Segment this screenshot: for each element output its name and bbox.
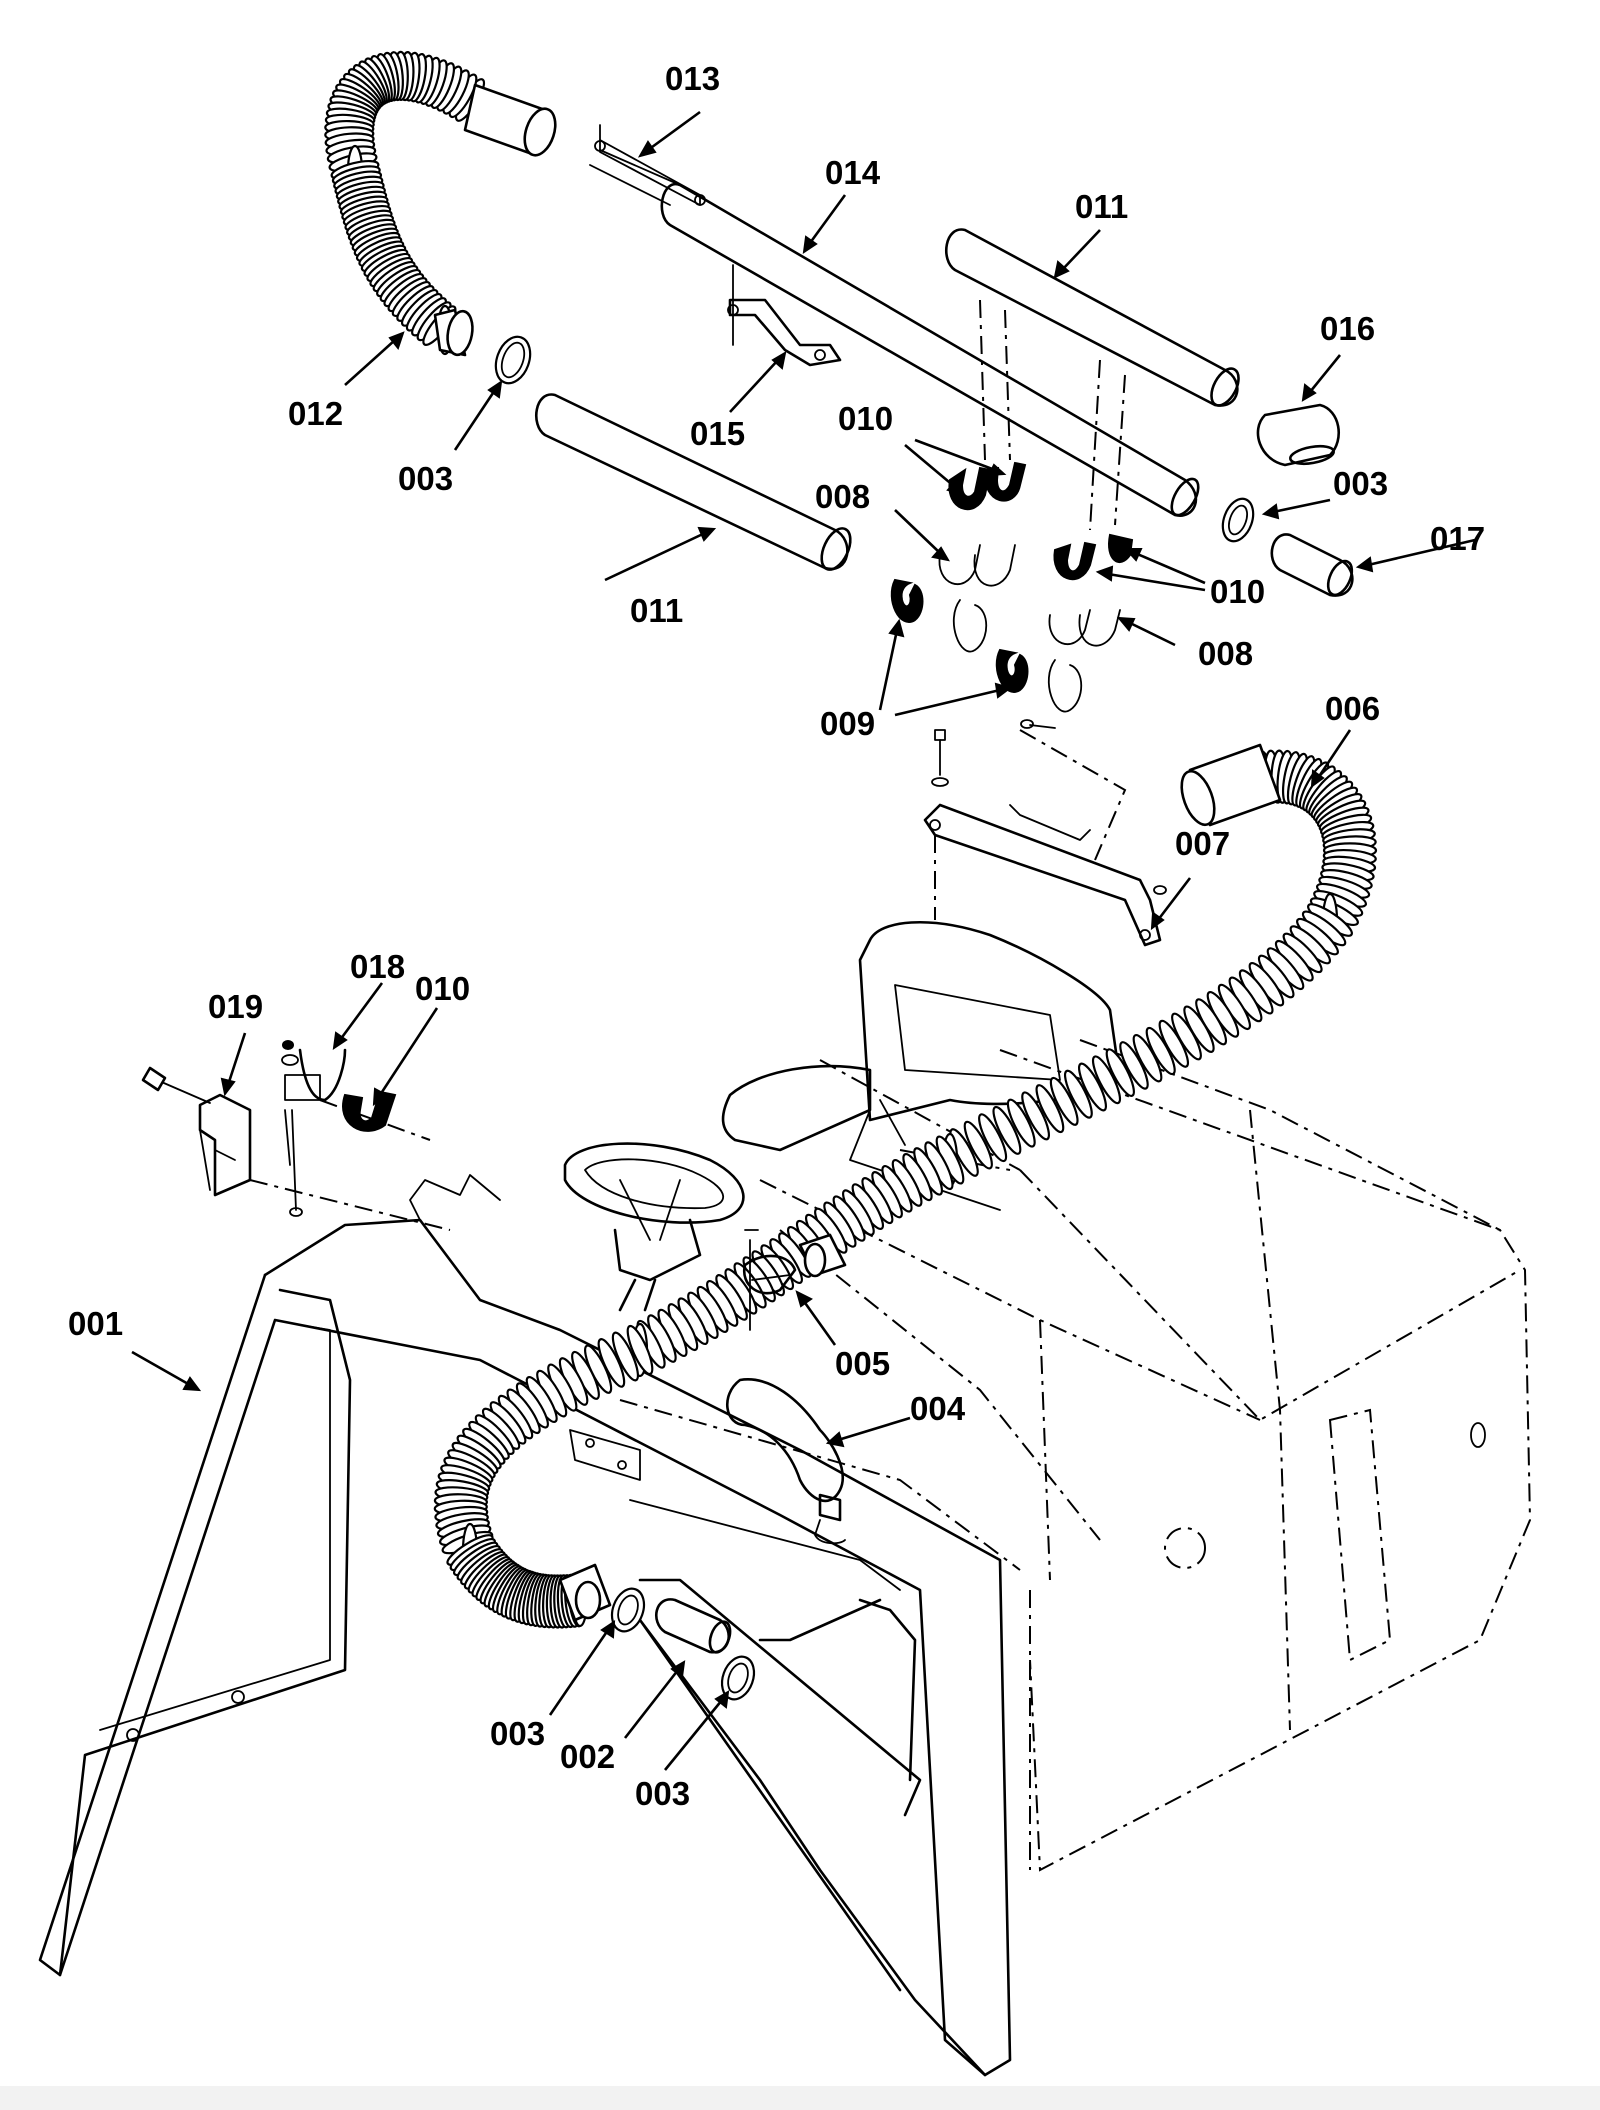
console-body: [619, 1039, 1532, 1872]
fender-frame-001: [38, 1174, 1012, 2077]
connector-004: [725, 1378, 846, 1545]
callout-010: 010: [1210, 573, 1265, 610]
callout-003: 003: [398, 460, 453, 497]
hose-012: [324, 50, 486, 356]
callout-005: 005: [835, 1345, 890, 1382]
callout-006: 006: [1325, 690, 1380, 727]
callout-011: 011: [630, 592, 683, 629]
clamp-005: [742, 1229, 797, 1331]
hose-006: [433, 749, 1378, 1629]
strap-013: [594, 124, 706, 206]
seat: [721, 920, 1122, 1211]
bracket-007: [923, 729, 1167, 947]
tube-011-lower: [535, 393, 852, 571]
coupler-017: [1270, 533, 1354, 597]
bracket-015: [727, 264, 842, 367]
screw: [1020, 719, 1056, 729]
callout-015: 015: [690, 415, 745, 452]
callout-017: 017: [1430, 520, 1485, 557]
callout-013: 013: [665, 60, 720, 97]
callout-003: 003: [635, 1775, 690, 1812]
callout-003: 003: [1333, 465, 1388, 502]
hose-clamps-003: [494, 335, 1255, 1701]
callout-016: 016: [1320, 310, 1375, 347]
coupler-002: [655, 1598, 732, 1654]
bracket-019: [141, 1066, 252, 1197]
callout-003: 003: [490, 1715, 545, 1752]
callout-009: 009: [820, 705, 875, 742]
clamp-010-left: [342, 1090, 397, 1132]
tube-011-upper: [945, 228, 1240, 407]
callout-002: 002: [560, 1738, 615, 1775]
elbow-016: [1256, 403, 1340, 467]
callout-008: 008: [1198, 635, 1253, 672]
callout-arrows: [131, 110, 1476, 1771]
clamp-018: [281, 1040, 347, 1217]
bottom-strip: [0, 2086, 1600, 2110]
callout-012: 012: [288, 395, 343, 432]
callout-001: 001: [68, 1305, 123, 1342]
clamp-group: [890, 299, 1134, 713]
callout-007: 007: [1175, 825, 1230, 862]
callout-019: 019: [208, 988, 263, 1025]
callout-labels: 013 014 011 016 012 003 015 010 003 017 …: [68, 60, 1485, 1812]
callout-010: 010: [838, 400, 893, 437]
callout-004: 004: [910, 1390, 966, 1427]
tube-014: [589, 149, 1200, 517]
callout-018: 018: [350, 948, 405, 985]
callout-014: 014: [825, 154, 881, 191]
callout-010: 010: [415, 970, 470, 1007]
callout-011: 011: [1075, 188, 1128, 225]
hose-cuffs: [433, 83, 1282, 1622]
steering-wheel: [563, 1142, 745, 1312]
callout-008: 008: [815, 478, 870, 515]
